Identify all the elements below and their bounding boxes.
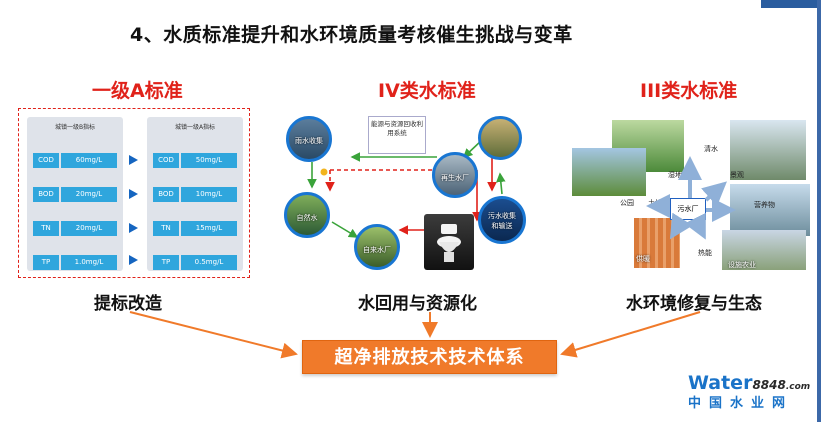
energy-resource-box: 能源与资源回收利用系统 bbox=[368, 116, 426, 154]
green-arrow bbox=[496, 172, 506, 195]
column-title-2: IV类水标准 bbox=[378, 80, 476, 102]
top-bar bbox=[0, 0, 821, 8]
city-photo bbox=[730, 184, 810, 236]
column-title-1: 一级A标准 bbox=[92, 80, 183, 102]
arrow-right-icon bbox=[129, 255, 138, 265]
label-heating: 供暖 bbox=[636, 255, 650, 263]
toilet-photo bbox=[424, 214, 474, 270]
standard-b-header: 城镇一级B指标 bbox=[54, 124, 96, 131]
label-landscape: 景观 bbox=[730, 171, 744, 179]
label-clean-water: 清水 bbox=[704, 145, 718, 153]
landscape-photo bbox=[730, 120, 806, 180]
orange-arrow-right bbox=[560, 311, 701, 358]
arrow-right-icon bbox=[129, 223, 138, 233]
logo-chinese: 中国水业网 bbox=[688, 396, 794, 411]
label-heat: 热能 bbox=[698, 249, 712, 257]
orange-arrow-left bbox=[129, 311, 298, 359]
ecology-diagram: 清水 湿地 景观 公园 土地 污水厂 营养物 供暖 热能 设施农业 bbox=[572, 120, 810, 272]
node-recycled-plant: 再生水厂 bbox=[432, 152, 478, 198]
arrow-right-icon bbox=[129, 155, 138, 165]
logo-word: Water bbox=[688, 372, 753, 394]
column-title-3: III类水标准 bbox=[640, 80, 738, 102]
park-photo bbox=[572, 148, 646, 196]
label-wetland: 湿地 bbox=[668, 171, 682, 179]
green-arrow bbox=[331, 221, 359, 238]
greenhouse-photo bbox=[722, 230, 806, 270]
label-upgrade: 提标改造 bbox=[94, 294, 162, 314]
label-reuse: 水回用与资源化 bbox=[358, 294, 477, 314]
site-logo: Water8848.com 中国水业网 bbox=[688, 372, 816, 418]
eco-arrows bbox=[646, 156, 736, 240]
label-ecology: 水环境修复与生态 bbox=[626, 294, 762, 314]
toilet-icon bbox=[437, 224, 461, 262]
right-edge bbox=[817, 0, 821, 422]
top-stripe bbox=[761, 0, 821, 8]
label-nutrients: 营养物 bbox=[754, 201, 775, 209]
standard-a-header: 城镇一级A指标 bbox=[174, 124, 216, 131]
junction-dot bbox=[320, 168, 328, 176]
water-cycle-diagram: 雨水收集 能源与资源回收利用系统 再生水厂 自然水 自来水厂 污水收集和输送 bbox=[282, 112, 532, 278]
arrow-right-icon bbox=[129, 189, 138, 199]
slide-title: 4、水质标准提升和水环境质量考核催生挑战与变革 bbox=[130, 24, 573, 46]
logo-number: 8848 bbox=[752, 378, 786, 392]
node-energy-photo bbox=[478, 116, 522, 160]
label-agriculture: 设施农业 bbox=[728, 261, 756, 269]
node-natural-water: 自然水 bbox=[284, 192, 330, 238]
node-rain-collection: 雨水收集 bbox=[286, 116, 332, 162]
label-park: 公园 bbox=[620, 199, 634, 207]
node-sewage-collection: 污水收集和输送 bbox=[478, 196, 526, 244]
tech-system-bar: 超净排放技术技术体系 bbox=[302, 340, 557, 374]
logo-suffix: .com bbox=[785, 382, 811, 392]
node-tap-plant: 自来水厂 bbox=[354, 224, 400, 270]
